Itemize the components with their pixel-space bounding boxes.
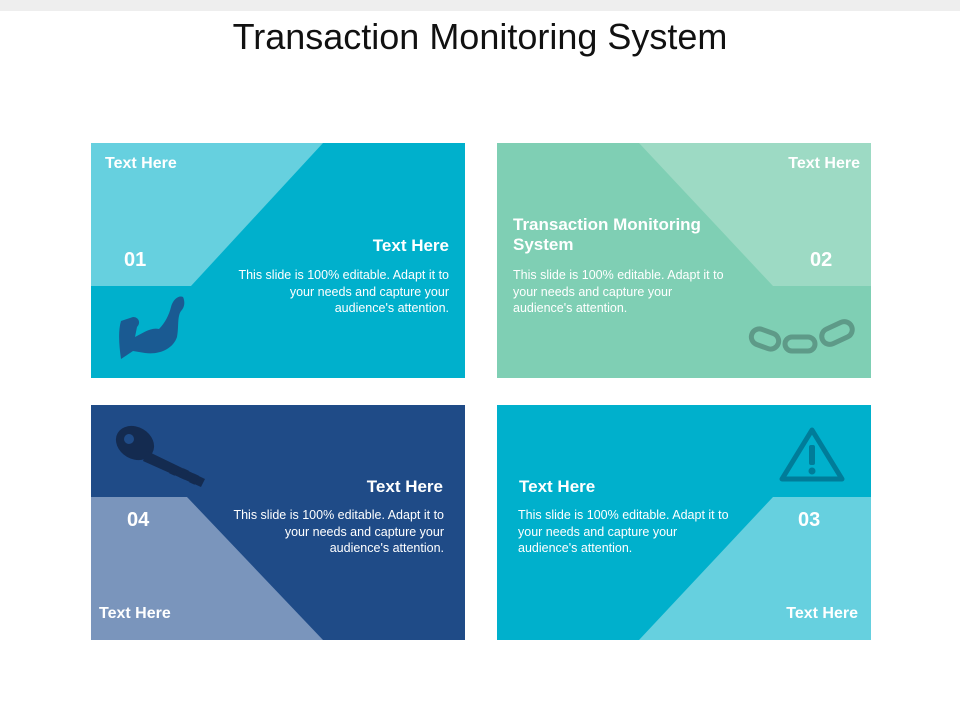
panel-02: Text Here 02 Transaction Monitoring Syst… <box>497 143 871 378</box>
panel-01: Text Here 01 Text Here This slide is 100… <box>91 143 465 378</box>
warning-triangle-icon <box>779 427 845 482</box>
panel-02-heading: Transaction Monitoring System <box>513 215 701 254</box>
panel-04-body: This slide is 100% editable. Adapt it to… <box>233 508 444 555</box>
panel-01-heading: Text Here <box>372 236 449 255</box>
chain-link-icon <box>748 319 855 354</box>
top-strip <box>0 0 960 11</box>
panel-03: 03 Text Here Text Here This slide is 100… <box>497 405 871 640</box>
panel-02-corner-label: Text Here <box>788 155 860 172</box>
panel-03-heading: Text Here <box>519 477 596 496</box>
panel-04-heading: Text Here <box>366 477 443 496</box>
panel-04-number: 04 <box>127 509 150 531</box>
key-icon <box>115 425 205 487</box>
panel-01-body: This slide is 100% editable. Adapt it to… <box>238 268 449 315</box>
panel-01-number: 01 <box>124 249 147 271</box>
panel-04-light-shape <box>91 497 323 640</box>
panel-03-background <box>497 405 871 640</box>
panel-01-corner-label: Text Here <box>105 155 177 172</box>
panel-03-corner-label: Text Here <box>786 605 858 622</box>
panel-04-corner-label: Text Here <box>99 605 171 622</box>
slide-title: Transaction Monitoring System <box>232 16 728 57</box>
panel-02-number: 02 <box>810 249 833 271</box>
panel-03-body: This slide is 100% editable. Adapt it to… <box>518 508 729 555</box>
panel-02-light-shape <box>639 143 871 286</box>
panel-02-body: This slide is 100% editable. Adapt it to… <box>513 268 724 315</box>
panel-03-light-shape <box>639 497 871 640</box>
flexed-bicep-icon <box>119 296 185 359</box>
panel-02-background <box>497 143 871 378</box>
panel-01-light-shape <box>91 143 323 286</box>
panel-04: 04 Text Here Text Here This slide is 100… <box>91 405 465 640</box>
panel-03-number: 03 <box>798 509 821 531</box>
